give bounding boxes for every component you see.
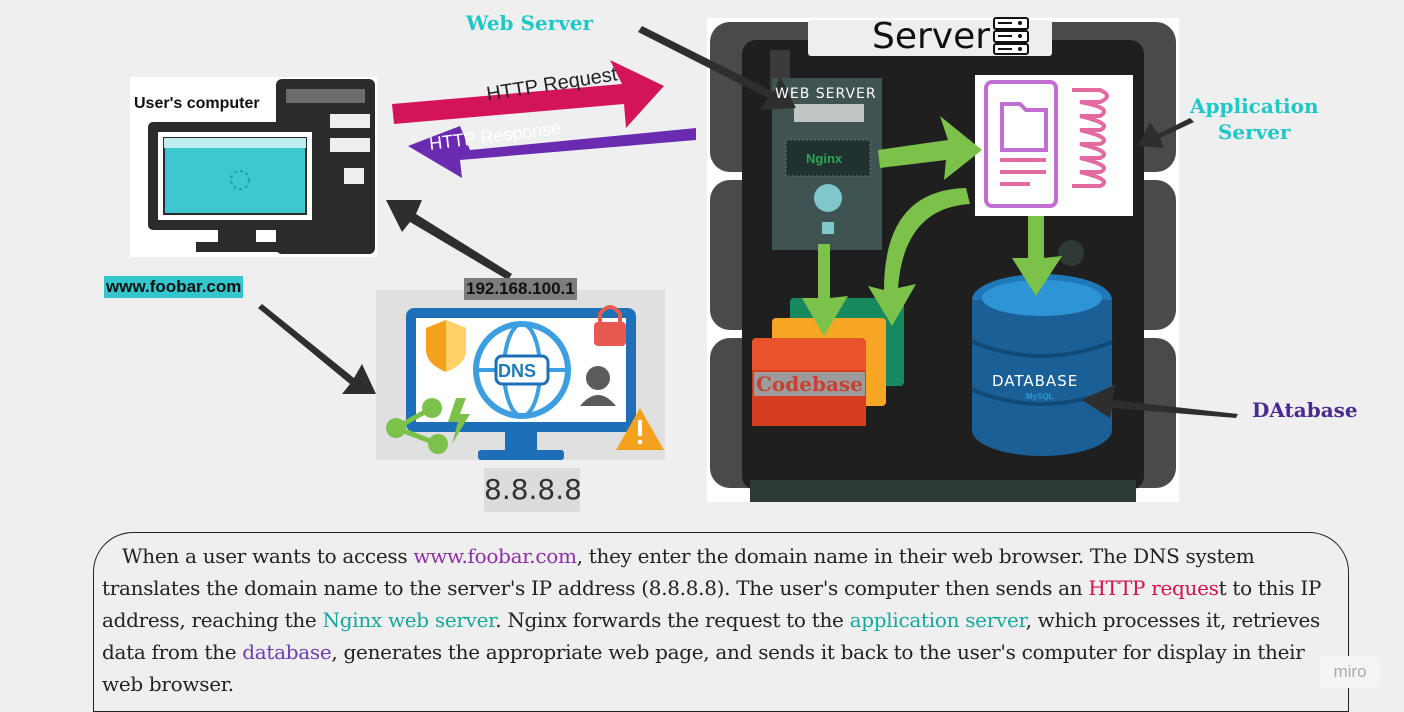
web-server-callout: Web Server: [466, 11, 594, 35]
database-callout: DAtabase: [1252, 398, 1358, 422]
dns-label: DNS: [498, 361, 537, 381]
description-text: When a user wants to access www.foobar.c…: [102, 540, 1342, 700]
server-title: Server: [872, 16, 991, 57]
users-computer-label: User's computer: [132, 95, 262, 113]
mysql-label: MySQL: [1026, 392, 1054, 401]
desc-link-http: HTTP reques: [1088, 576, 1219, 600]
dns-server-illustration: [376, 290, 665, 460]
domain-label: www.foobar.com: [104, 276, 244, 298]
http-response-arrow: [408, 126, 696, 178]
codebase-label: Codebase: [754, 372, 865, 396]
dns-ip-label: 192.168.100.1: [464, 278, 577, 300]
desc-link-nginx: Nginx web server: [322, 608, 496, 632]
server-icon: [993, 17, 1029, 55]
desc-link-db: database: [242, 640, 332, 664]
desc-part-5: , which processes it, retrieves data fro…: [102, 608, 1321, 664]
nginx-label: Nginx: [806, 151, 843, 166]
application-server-callout-line2: Server: [1217, 120, 1291, 144]
desc-part-4: . Nginx forwards the request to the: [495, 608, 850, 632]
desc-part-1: When a user wants to access: [122, 544, 414, 568]
desc-part-2: , they enter the domain name in their we…: [102, 544, 1255, 600]
desc-link-app: application server: [849, 608, 1026, 632]
green-flow-arrows: [802, 116, 1062, 336]
web-server-box-label: WEB SERVER: [775, 86, 877, 102]
miro-watermark: miro: [1320, 656, 1380, 688]
desc-link-domain: www.foobar.com: [413, 544, 577, 568]
desc-part-3: t to this IP address, reaching the: [102, 576, 1322, 632]
database-box-label: DATABASE: [992, 372, 1079, 390]
application-server-callout-line1: Application: [1190, 94, 1319, 118]
dns-server-ip: 8.8.8.8: [484, 468, 582, 512]
desc-part-6: , generates the appropriate web page, an…: [102, 640, 1305, 696]
http-request-arrow: [392, 60, 664, 128]
application-server-callout: Application Server: [1190, 93, 1319, 145]
callout-arrows: [258, 26, 1238, 418]
